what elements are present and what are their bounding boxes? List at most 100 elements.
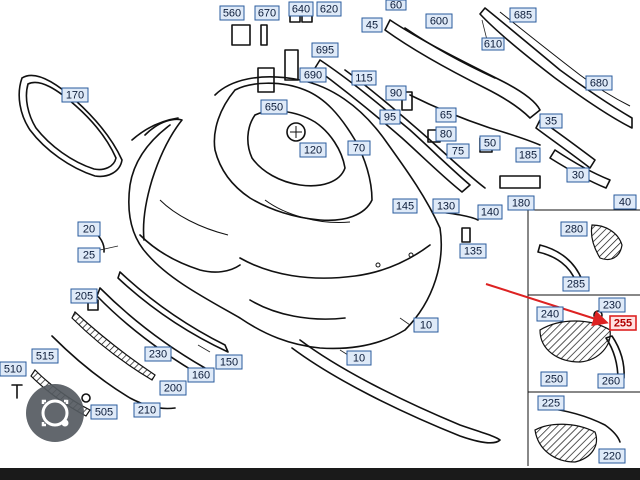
chrome-trims: [131, 117, 183, 241]
callout-10: 10: [346, 350, 372, 366]
callout-560: 560: [219, 5, 245, 21]
callout-box: [425, 13, 453, 29]
callout-240: 240: [536, 306, 564, 322]
callout-number: 260: [602, 376, 620, 388]
callout-box: [509, 7, 537, 23]
callout-260: 260: [597, 373, 625, 389]
callout-box: [481, 37, 505, 51]
callout-box: [90, 404, 118, 420]
callout-number: 115: [355, 73, 373, 85]
callout-number: 695: [316, 45, 334, 57]
callout-number: 65: [440, 110, 452, 122]
callout-number: 510: [4, 364, 22, 376]
callout-220: 220: [598, 448, 626, 464]
callout-box: [435, 126, 457, 142]
callout-10: 10: [413, 317, 439, 333]
inset-panels: [527, 209, 640, 466]
callout-number: 130: [437, 201, 455, 213]
callout-640: 640: [288, 1, 314, 17]
callout-box: [77, 247, 101, 263]
callout-box: [187, 367, 215, 383]
callout-650: 650: [260, 99, 288, 115]
callout-number: 610: [484, 39, 502, 51]
upper-reinforcement-parts: [314, 7, 633, 193]
callout-number: 280: [565, 224, 583, 236]
callout-number: 640: [292, 4, 310, 16]
callout-box: [609, 315, 637, 331]
callout-80: 80: [435, 126, 457, 142]
callout-box: [432, 198, 460, 214]
callout-number: 680: [590, 78, 608, 90]
callout-number: 75: [452, 146, 464, 158]
callout-number: 230: [149, 349, 167, 361]
callout-685: 685: [509, 7, 537, 23]
callout-box: [566, 167, 590, 183]
callout-620: 620: [316, 1, 342, 17]
bottom-bar: [0, 468, 640, 480]
callout-140: 140: [477, 204, 503, 220]
callout-285: 285: [562, 276, 590, 292]
callout-280: 280: [560, 221, 588, 237]
callout-number: 205: [75, 291, 93, 303]
callout-510: 510: [0, 361, 27, 377]
callout-230: 230: [144, 346, 172, 362]
callout-number: 185: [519, 150, 537, 162]
callout-box: [536, 306, 564, 322]
callout-box: [361, 17, 383, 33]
callout-250: 250: [540, 371, 568, 387]
callout-box: [537, 395, 565, 411]
callout-70: 70: [347, 140, 371, 156]
callout-170: 170: [61, 87, 89, 103]
callout-number: 685: [514, 10, 532, 22]
callout-box: [477, 204, 503, 220]
callout-box: [539, 113, 563, 129]
callout-number: 220: [603, 451, 621, 463]
callout-number: 255: [614, 318, 632, 330]
callout-number: 135: [464, 246, 482, 258]
callout-number: 620: [320, 4, 338, 16]
callout-230: 230: [598, 297, 626, 313]
callout-box: [254, 5, 280, 21]
callout-145: 145: [392, 198, 418, 214]
callout-95: 95: [379, 109, 401, 125]
callout-box: [540, 371, 568, 387]
callout-number: 285: [567, 279, 585, 291]
callout-box: [77, 221, 101, 237]
callout-box: [385, 0, 407, 11]
callout-number: 140: [481, 207, 499, 219]
lens-search-icon[interactable]: [26, 384, 84, 442]
callout-200: 200: [159, 380, 187, 396]
callout-box: [385, 85, 407, 101]
callout-box: [435, 107, 457, 123]
callout-number: 20: [83, 224, 95, 236]
callout-box: [316, 1, 342, 17]
callout-35: 35: [539, 113, 563, 129]
callout-box: [70, 288, 98, 304]
callout-50: 50: [479, 135, 501, 151]
callout-box: [560, 221, 588, 237]
callout-90: 90: [385, 85, 407, 101]
callout-number: 210: [138, 405, 156, 417]
callout-20: 20: [77, 221, 101, 237]
callout-160: 160: [187, 367, 215, 383]
callout-number: 180: [512, 198, 530, 210]
callout-box: [219, 5, 245, 21]
callout-25: 25: [77, 247, 101, 263]
callout-number: 150: [220, 357, 238, 369]
callout-185: 185: [515, 147, 541, 163]
callout-670: 670: [254, 5, 280, 21]
callout-box: [347, 140, 371, 156]
callout-box: [459, 243, 487, 259]
callout-number: 670: [258, 8, 276, 20]
callout-box: [507, 195, 535, 211]
callout-number: 95: [384, 112, 396, 124]
callout-number: 50: [484, 138, 496, 150]
callout-65: 65: [435, 107, 457, 123]
callout-number: 30: [572, 170, 584, 182]
callout-505: 505: [90, 404, 118, 420]
callout-box: [413, 317, 439, 333]
callout-box: [215, 354, 243, 370]
callout-75: 75: [446, 143, 470, 159]
